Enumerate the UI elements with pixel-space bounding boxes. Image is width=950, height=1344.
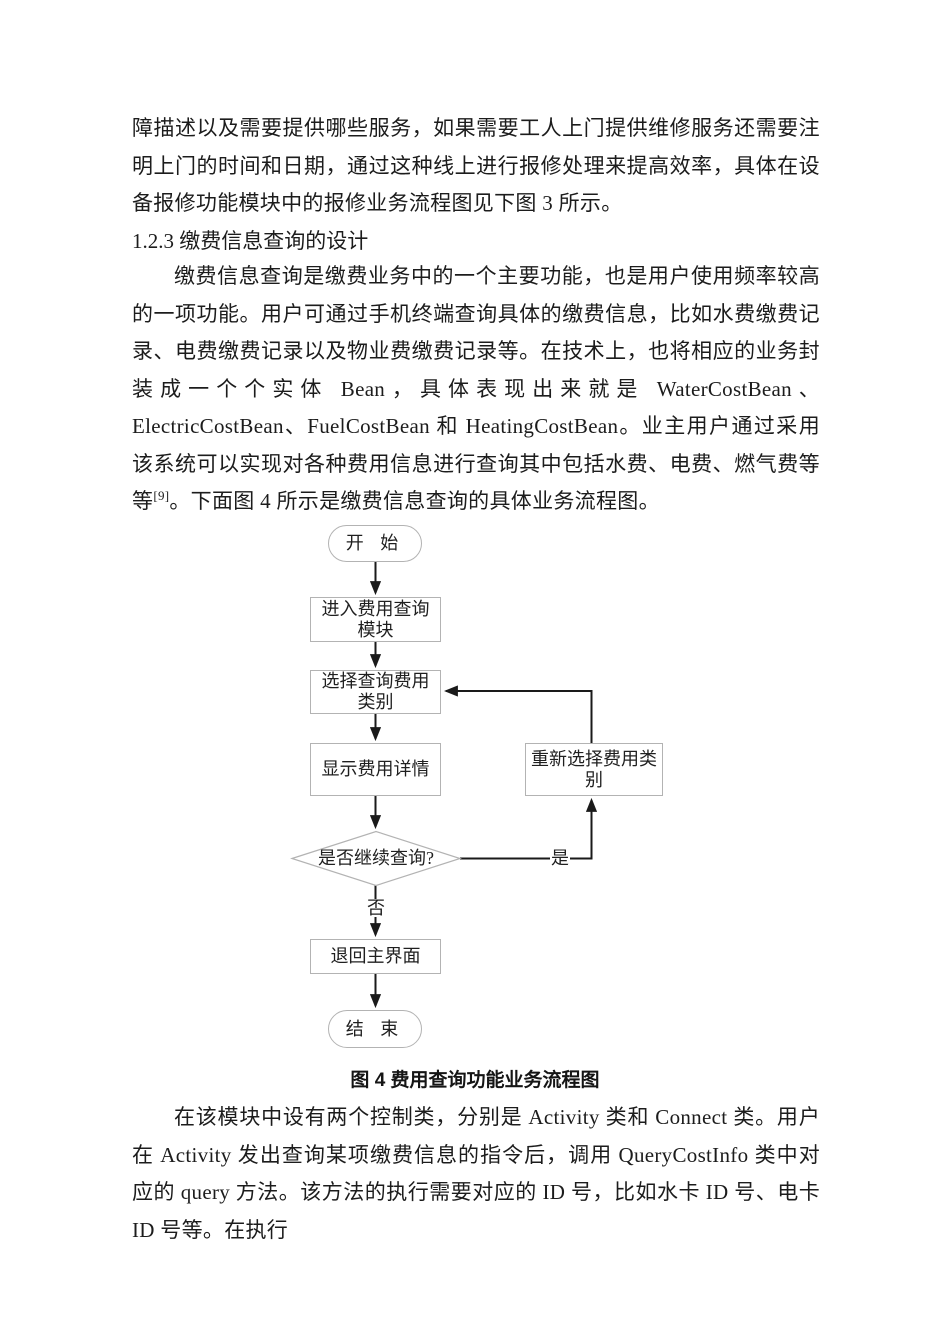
flowchart-node-enter-module: 进入费用查询模块: [310, 597, 441, 642]
flowchart-node-reselect-category: 重新选择费用类别: [525, 743, 663, 796]
flowchart-label-yes: 是: [550, 848, 570, 868]
citation-ref-9: [9]: [153, 488, 170, 503]
flowchart-node-show-detail: 显示费用详情: [310, 743, 441, 796]
flowchart-label-no: 否: [366, 898, 386, 918]
figure-caption: 图 4 费用查询功能业务流程图: [350, 1070, 600, 1091]
paragraph-payment-query-tail: 。下面图 4 所示是缴费信息查询的具体业务流程图。: [169, 489, 660, 513]
paragraph-control-classes: 在该模块中设有两个控制类，分别是 Activity 类和 Connect 类。用…: [132, 1105, 820, 1242]
flowchart-node-start: 开 始: [328, 525, 422, 562]
paragraph-payment-query: 缴费信息查询是缴费业务中的一个主要功能，也是用户使用频率较高的一项功能。用户可通…: [132, 258, 820, 521]
section-heading-1-2-3: 1.2.3 缴费信息查询的设计: [132, 229, 369, 253]
paragraph-payment-query-text: 缴费信息查询是缴费业务中的一个主要功能，也是用户使用频率较高的一项功能。用户可通…: [132, 264, 820, 513]
flowchart-node-return-main: 退回主界面: [310, 939, 441, 974]
flowchart-node-select-category: 选择查询费用类别: [310, 670, 441, 714]
flowchart-node-end: 结 束: [328, 1010, 422, 1048]
paragraph-repair-flow: 障描述以及需要提供哪些服务，如果需要工人上门提供维修服务还需要注明上门的时间和日…: [132, 116, 820, 215]
flowchart-node-decision: 是否继续查询?: [318, 847, 434, 868]
